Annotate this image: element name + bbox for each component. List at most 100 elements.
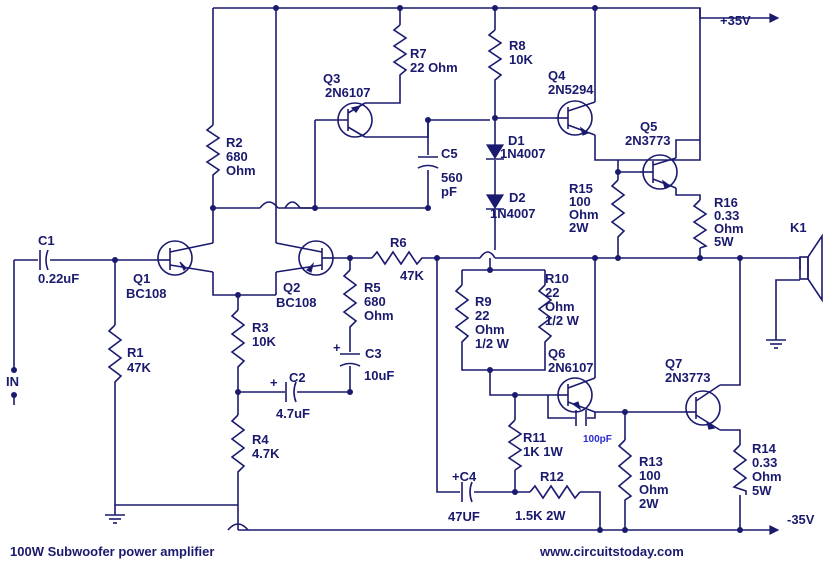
resistor-R13: [617, 439, 633, 505]
svg-text:C1: C1: [38, 233, 55, 248]
svg-text:Ohm: Ohm: [639, 482, 669, 497]
svg-text:+: +: [270, 375, 278, 390]
svg-text:1/2 W: 1/2 W: [475, 336, 510, 351]
resistor-R16: [692, 199, 708, 249]
svg-text:0.33: 0.33: [752, 455, 777, 470]
ground-symbol: [105, 514, 125, 524]
transistor-Q2: [275, 240, 335, 276]
svg-text:22 Ohm: 22 Ohm: [410, 60, 458, 75]
svg-text:1N4007: 1N4007: [500, 146, 546, 161]
svg-text:R16: R16: [714, 195, 738, 210]
resistor-R12: [529, 484, 581, 500]
svg-text:Q3: Q3: [323, 71, 340, 86]
svg-text:0.22uF: 0.22uF: [38, 271, 79, 286]
svg-text:680: 680: [226, 149, 248, 164]
svg-text:R10: R10: [545, 271, 569, 286]
svg-text:22: 22: [545, 285, 559, 300]
svg-text:47K: 47K: [127, 360, 151, 375]
svg-text:BC108: BC108: [126, 286, 166, 301]
svg-text:100pF: 100pF: [583, 434, 612, 445]
resistor-R5: [342, 269, 358, 335]
svg-text:+: +: [333, 340, 341, 355]
resistor-R4: [230, 414, 246, 475]
resistors: [107, 24, 748, 505]
negative-rail-label: -35V: [787, 512, 815, 527]
transistors: [157, 100, 721, 431]
svg-text:1N4007: 1N4007: [490, 206, 536, 221]
capacitor-C1: [39, 249, 49, 271]
speaker-K1: [799, 233, 823, 303]
svg-text:R14: R14: [752, 441, 777, 456]
svg-text:4.7uF: 4.7uF: [276, 406, 310, 421]
svg-text:R12: R12: [540, 469, 564, 484]
diode-D2: [485, 194, 505, 210]
svg-text:Q2: Q2: [283, 280, 300, 295]
resistor-R14: [732, 444, 748, 495]
svg-text:2N3773: 2N3773: [625, 133, 671, 148]
resistor-R8: [487, 29, 503, 85]
svg-text:Q6: Q6: [548, 346, 565, 361]
svg-text:560: 560: [441, 170, 463, 185]
svg-text:47K: 47K: [400, 268, 424, 283]
svg-text:R7: R7: [410, 46, 427, 61]
resistor-R15: [610, 179, 626, 238]
grounds: [105, 339, 786, 524]
resistor-R7: [392, 24, 408, 82]
svg-text:1/2 W: 1/2 W: [545, 313, 580, 328]
transistor-Q6: [555, 377, 596, 413]
ground-symbol: [766, 339, 786, 349]
capacitor-C3: +: [333, 340, 361, 367]
svg-text:2W: 2W: [639, 496, 659, 511]
diode-D1: [485, 144, 505, 160]
svg-text:R9: R9: [475, 294, 492, 309]
resistor-R3: [230, 309, 246, 370]
svg-text:2N3773: 2N3773: [665, 370, 711, 385]
svg-text:1.5K 2W: 1.5K 2W: [515, 508, 566, 523]
resistor-R10: [537, 284, 553, 345]
resistor-R6: [371, 250, 430, 266]
svg-text:R13: R13: [639, 454, 663, 469]
svg-text:2W: 2W: [569, 220, 589, 235]
svg-text:100: 100: [639, 468, 661, 483]
svg-text:680: 680: [364, 294, 386, 309]
svg-text:C5: C5: [441, 146, 458, 161]
transistor-Q3: [315, 102, 373, 138]
svg-text:10uF: 10uF: [364, 368, 394, 383]
positive-rail-label: +35V: [720, 13, 751, 28]
svg-text:BC108: BC108: [276, 295, 316, 310]
rail-arrows: [769, 13, 780, 535]
diodes: [485, 144, 505, 210]
svg-text:R11: R11: [523, 430, 546, 445]
resistor-R2: [205, 124, 221, 185]
svg-text:1K 1W: 1K 1W: [523, 444, 563, 459]
svg-text:Ohm: Ohm: [475, 322, 505, 337]
transistor-Q5: [640, 154, 678, 190]
svg-text:R5: R5: [364, 280, 381, 295]
resistor-R11: [507, 419, 523, 471]
svg-text:R15: R15: [569, 181, 593, 196]
svg-text:22: 22: [475, 308, 489, 323]
svg-text:0.33: 0.33: [714, 208, 739, 223]
svg-text:Ohm: Ohm: [569, 207, 599, 222]
svg-text:R8: R8: [509, 38, 526, 53]
resistor-R1: [107, 324, 123, 395]
svg-text:Q4: Q4: [548, 68, 566, 83]
transistor-Q4: [555, 100, 596, 136]
page-title: 100W Subwoofer power amplifier: [10, 544, 214, 559]
labels: +35V -35V IN C1 0.22uF R1 47K Q1 BC108 R…: [6, 13, 815, 527]
svg-text:R1: R1: [127, 345, 144, 360]
svg-text:100: 100: [569, 194, 591, 209]
crossovers: [227, 201, 496, 531]
svg-text:10K: 10K: [509, 52, 533, 67]
svg-text:5W: 5W: [714, 234, 734, 249]
svg-text:2N6107: 2N6107: [325, 85, 371, 100]
transistor-Q1: [157, 240, 214, 276]
svg-text:+C4: +C4: [452, 469, 477, 484]
svg-text:pF: pF: [441, 184, 457, 199]
website-credit: www.circuitstoday.com: [539, 544, 684, 559]
capacitor-C4: [461, 481, 473, 503]
svg-text:R6: R6: [390, 235, 407, 250]
svg-text:Ohm: Ohm: [226, 163, 256, 178]
svg-text:5W: 5W: [752, 483, 772, 498]
